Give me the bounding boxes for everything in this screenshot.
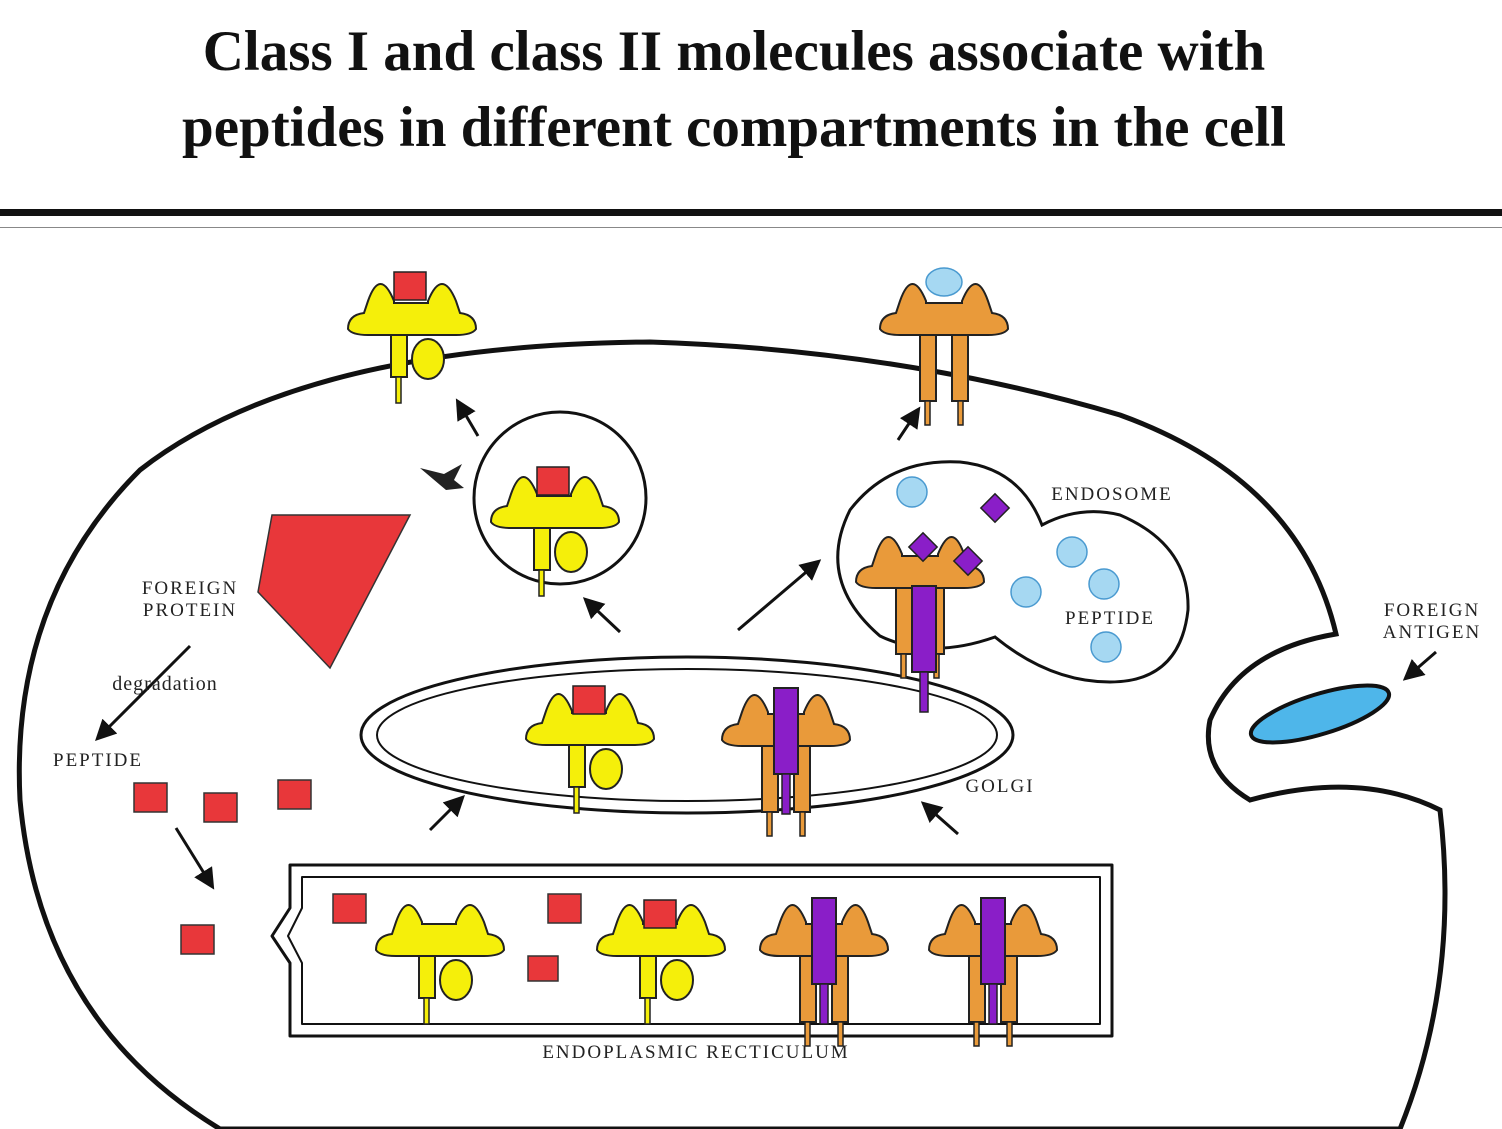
- endosomal-peptides: [896, 476, 1122, 663]
- label-endoplasmic-reticulum: ENDOPLASMIC RECTICULUM: [542, 1042, 849, 1063]
- label-foreign-protein-1: FOREIGN: [142, 578, 238, 599]
- title-divider-thin: [0, 227, 1502, 228]
- debris-mark: [420, 464, 464, 490]
- label-foreign-antigen-1: FOREIGN: [1384, 600, 1480, 621]
- foreign-antigen-vesicle: [1248, 683, 1392, 745]
- slide-title: Class I and class II molecules associate…: [0, 14, 1468, 166]
- label-peptide-endosome: PEPTIDE: [1065, 608, 1155, 629]
- title-line-1: Class I and class II molecules associate…: [202, 20, 1266, 83]
- pathway-arrows: [95, 398, 1437, 890]
- label-foreign-antigen-2: ANTIGEN: [1383, 622, 1481, 643]
- peptides: [133, 779, 582, 982]
- label-foreign-protein-2: PROTEIN: [143, 600, 237, 621]
- golgi: [359, 655, 1015, 815]
- label-degradation: degradation: [112, 673, 217, 695]
- foreign-protein: [257, 514, 412, 670]
- label-peptide-cytosol: PEPTIDE: [53, 750, 143, 771]
- label-golgi: GOLGI: [965, 776, 1034, 797]
- label-endosome: ENDOSOME: [1051, 484, 1173, 505]
- title-line-2: peptides in different compartments in th…: [182, 96, 1286, 159]
- invariant-fragments: [907, 492, 1011, 577]
- title-divider: [0, 209, 1502, 216]
